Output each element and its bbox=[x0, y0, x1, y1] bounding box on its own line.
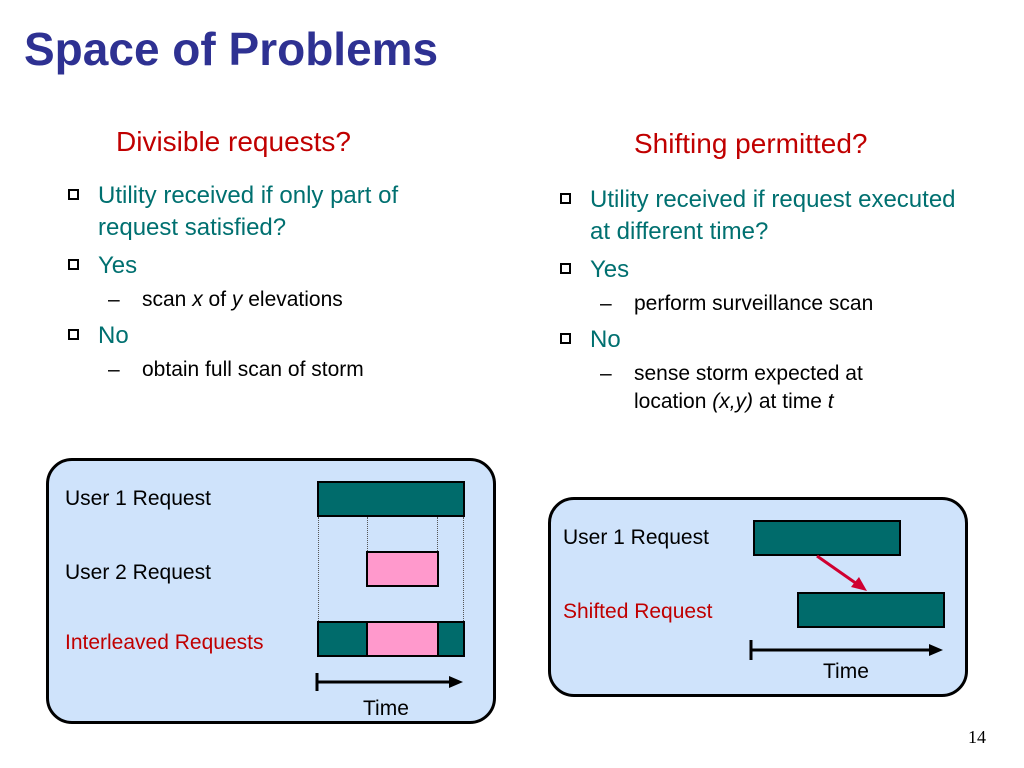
right-yes: Yes bbox=[548, 254, 968, 286]
interleave-diagram: User 1 Request User 2 Request Interleave… bbox=[46, 458, 496, 724]
time-label: Time bbox=[823, 660, 869, 683]
checkbox-bullet-icon bbox=[560, 333, 571, 344]
guide-line bbox=[367, 517, 368, 551]
user2-request-label: User 2 Request bbox=[65, 561, 211, 584]
right-no-text: No bbox=[590, 326, 621, 353]
checkbox-bullet-icon bbox=[68, 259, 79, 270]
dash-bullet: – bbox=[108, 288, 120, 311]
left-no-sub: –obtain full scan of storm bbox=[56, 356, 456, 384]
left-heading: Divisible requests? bbox=[116, 126, 351, 157]
left-yes-sub-y: y bbox=[231, 288, 243, 311]
page-number: 14 bbox=[968, 727, 986, 747]
right-no-sub-t: t bbox=[827, 390, 834, 413]
left-yes-sub: –scan x of y elevations bbox=[56, 286, 456, 314]
time-label: Time bbox=[363, 697, 409, 720]
right-no: No bbox=[548, 324, 968, 356]
right-no-sub-b: at time bbox=[753, 390, 828, 413]
right-yes-text: Yes bbox=[590, 256, 630, 283]
guide-line bbox=[437, 517, 438, 551]
left-no-text: No bbox=[98, 322, 129, 349]
slide-title: Space of Problems bbox=[24, 23, 439, 75]
time-axis-arrow-icon bbox=[315, 673, 463, 691]
left-bullets: Utility received if only part of request… bbox=[56, 180, 456, 390]
right-yes-sub-text: perform surveillance scan bbox=[634, 292, 874, 315]
interleaved-pink-segment bbox=[366, 621, 439, 657]
guide-line bbox=[318, 517, 319, 621]
user1-request-bar bbox=[753, 520, 901, 556]
left-yes-text: Yes bbox=[98, 252, 138, 279]
shifted-request-label: Shifted Request bbox=[563, 600, 713, 623]
guide-line bbox=[463, 517, 464, 621]
shift-arrow-icon bbox=[816, 554, 867, 591]
interleaved-requests-label: Interleaved Requests bbox=[65, 631, 264, 654]
right-heading: Shifting permitted? bbox=[634, 128, 868, 159]
right-no-sub-a: sense storm expected at location bbox=[634, 362, 863, 413]
shift-diagram: User 1 Request Shifted Request Time bbox=[548, 497, 968, 697]
user1-request-label: User 1 Request bbox=[65, 487, 211, 510]
right-yes-sub: –perform surveillance scan bbox=[548, 290, 968, 318]
left-yes-sub-b: of bbox=[202, 288, 232, 311]
user1-request-bar bbox=[317, 481, 465, 517]
left-no: No bbox=[56, 320, 456, 352]
left-yes: Yes bbox=[56, 250, 456, 282]
left-question-text: Utility received if only part of request… bbox=[98, 182, 399, 241]
dash-bullet: – bbox=[108, 358, 120, 381]
right-no-sub: –sense storm expected at location (x,y) … bbox=[548, 360, 934, 416]
dash-bullet: – bbox=[600, 292, 612, 315]
dash-bullet: – bbox=[600, 362, 612, 385]
right-no-sub-xy: (x,y) bbox=[712, 390, 754, 413]
user1-request-label: User 1 Request bbox=[563, 526, 709, 549]
left-yes-sub-x: x bbox=[192, 288, 203, 311]
checkbox-bullet-icon bbox=[68, 189, 79, 200]
left-question: Utility received if only part of request… bbox=[56, 180, 456, 244]
checkbox-bullet-icon bbox=[560, 263, 571, 274]
checkbox-bullet-icon bbox=[560, 193, 571, 204]
right-bullets: Utility received if request executed at … bbox=[548, 184, 968, 422]
right-question-text: Utility received if request executed at … bbox=[590, 186, 956, 245]
user2-request-bar bbox=[366, 551, 439, 587]
right-question: Utility received if request executed at … bbox=[548, 184, 968, 248]
left-no-sub-text: obtain full scan of storm bbox=[142, 358, 364, 381]
checkbox-bullet-icon bbox=[68, 329, 79, 340]
left-yes-sub-a: scan bbox=[142, 288, 193, 311]
shifted-request-bar bbox=[797, 592, 945, 628]
time-axis-arrow-icon bbox=[749, 640, 943, 660]
left-yes-sub-c: elevations bbox=[242, 288, 343, 311]
